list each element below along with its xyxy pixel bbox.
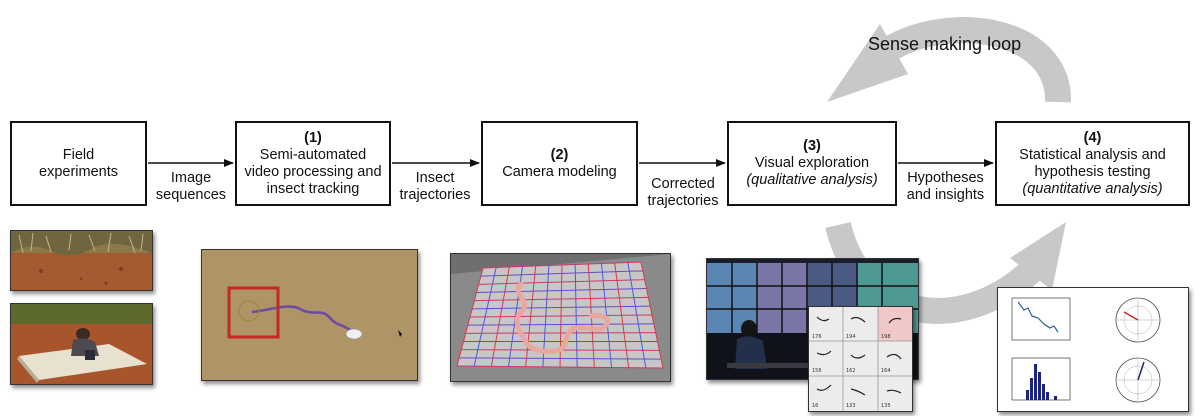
thumb-label-6: 16 <box>812 403 818 409</box>
thumb-label-4: 162 <box>846 368 856 374</box>
thumb-label-0: 176 <box>812 334 822 340</box>
box-visual-text: Visual exploration <box>754 155 870 171</box>
box-tracking-number: (1) <box>304 129 322 146</box>
box-visual-exploration: (3) Visual exploration (qualitative anal… <box>727 121 897 206</box>
label-corrected-trajectories: Corrected trajectories <box>647 176 719 209</box>
thumb-label-1: 194 <box>846 334 856 340</box>
sense-making-loop-label: Sense making loop <box>868 34 1022 54</box>
thumb-label-2: 198 <box>881 334 891 340</box>
box-field-experiments-text: Field experiments <box>39 146 118 180</box>
box-camera-number: (2) <box>550 146 569 163</box>
thumb-label-7: 133 <box>846 403 856 409</box>
box-tracking-text: Semi-automated video processing and inse… <box>244 146 382 197</box>
tracking-video-frame <box>201 249 418 381</box>
loop-arrow-top <box>881 17 1072 103</box>
box-field-experiments: Field experiments <box>10 121 147 206</box>
box-camera-modeling: (2) Camera modeling <box>481 121 638 206</box>
box-stats-number: (4) <box>1083 129 1102 146</box>
box-camera-text: Camera modeling <box>502 163 617 180</box>
field-photo-ground <box>10 230 153 291</box>
thumb-label-5: 164 <box>881 368 891 374</box>
statistical-plots-image <box>997 287 1189 412</box>
label-image-sequences: Image sequences <box>155 170 227 203</box>
box-stats-text: Statistical analysis and hypothesis test… <box>1019 146 1166 180</box>
loop-arrow-top-head <box>827 24 908 102</box>
box-tracking: (1) Semi-automated video processing and … <box>235 121 391 206</box>
trajectory-thumbnail-grid: 176 194 198 156 162 164 16 133 135 <box>808 306 913 412</box>
thumb-label-8: 135 <box>881 403 891 409</box>
box-visual-italic: (qualitative analysis) <box>746 172 878 188</box>
box-visual-number: (3) <box>803 138 821 154</box>
loop-arrow-bottom-head <box>1010 222 1066 290</box>
camera-model-grid-image <box>450 253 671 382</box>
box-stats-italic: (quantitative analysis) <box>1022 180 1163 197</box>
label-insect-trajectories: Insect trajectories <box>399 170 471 203</box>
label-hypotheses-insights: Hypotheses and insights <box>906 170 985 203</box>
thumb-label-3: 156 <box>812 368 822 374</box>
field-photo-experiment <box>10 303 153 385</box>
box-statistical-analysis: (4) Statistical analysis and hypothesis … <box>995 121 1190 206</box>
